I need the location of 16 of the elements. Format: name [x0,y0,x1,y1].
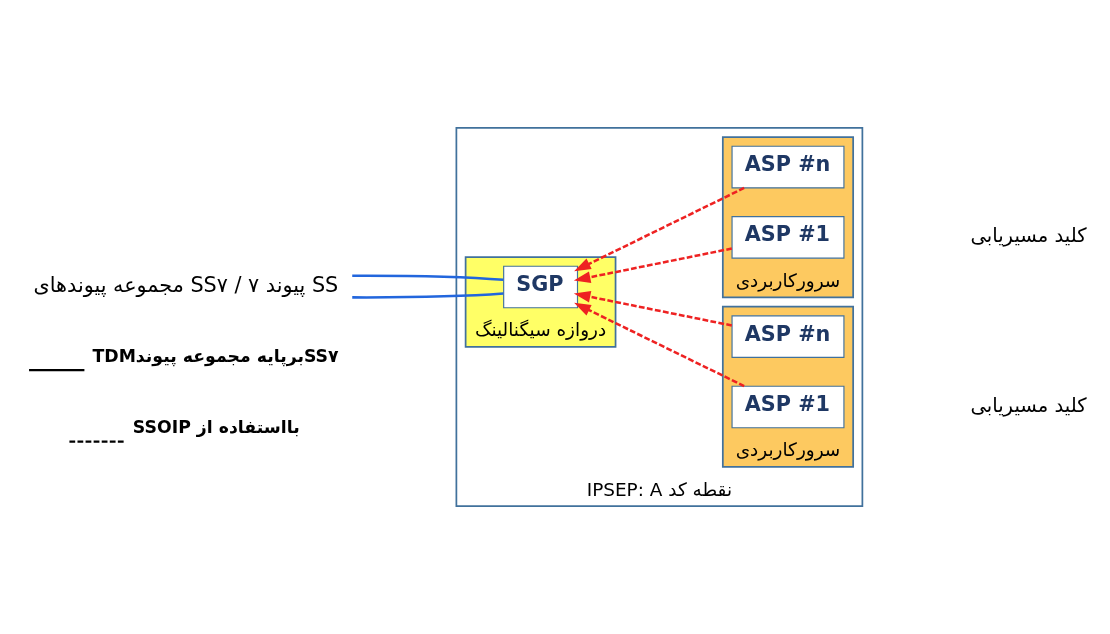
legend-label: TDMبرپایه مجموعه پیوندSS۷ [92,345,339,366]
node-box: SGP [503,265,579,309]
arrow [573,291,733,327]
label: کلید مسیریابی [970,224,1087,248]
arrow [574,186,745,272]
arrow [574,302,745,388]
node-box: ASP #n [731,315,845,358]
node-text: مجموعه پیوندهای SS۷ / پیوند ۷ SS [33,273,339,298]
legend-label: SSOIP بااستفاده از [132,417,300,438]
connector [352,292,504,299]
node-box: ASP #n [731,145,845,189]
label: کلید مسیریابی [970,393,1087,417]
arrow [573,247,733,283]
node-box: ASP #1 [731,385,845,429]
node-box: ASP #1 [731,216,845,259]
connector [352,274,504,282]
